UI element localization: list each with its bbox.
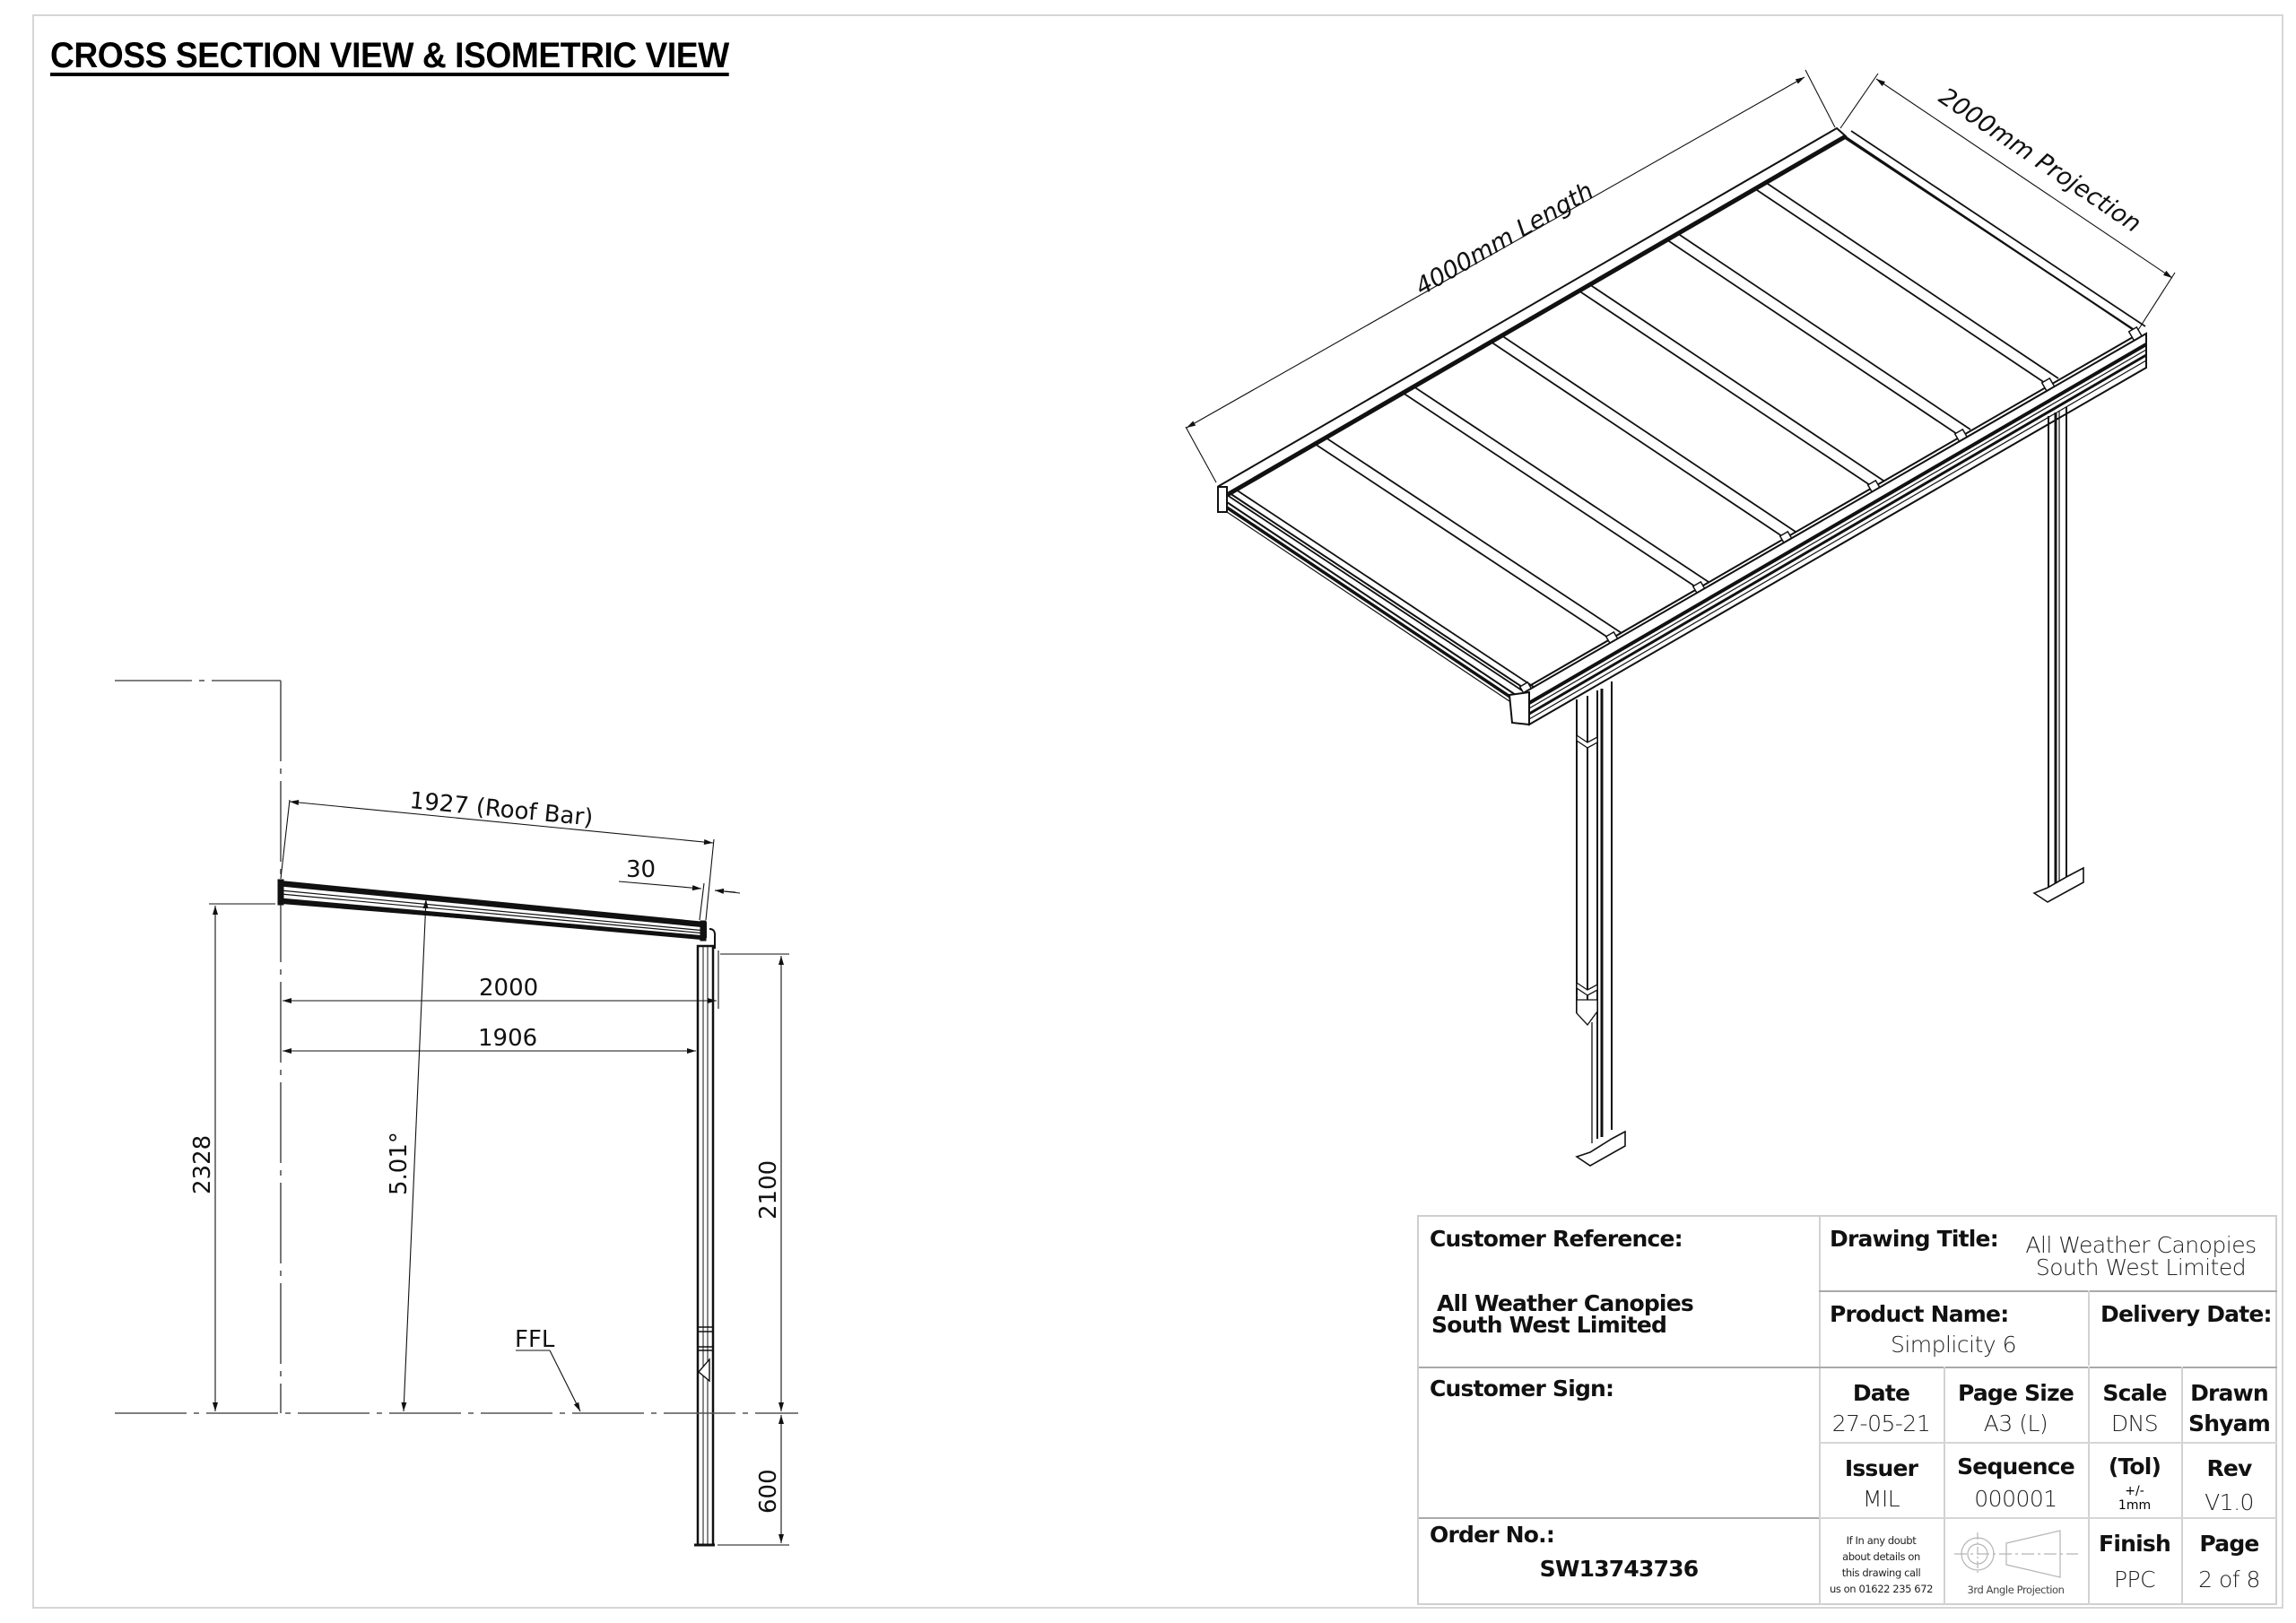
- page-size-value: A3 (L): [1983, 1410, 2048, 1436]
- date-label: Date: [1852, 1380, 1910, 1406]
- tb-divider: [2088, 1290, 2090, 1366]
- drawing-title-value-line2: South West Limited: [2035, 1254, 2247, 1280]
- dim-roof-bar: [280, 799, 715, 921]
- side-frame-left: [1226, 501, 1517, 704]
- dim-projection-label: 2000: [479, 975, 538, 1002]
- date-value: 27-05-21: [1831, 1410, 1931, 1436]
- tb-divider: [2181, 1367, 2183, 1605]
- contact-note-line: If In any doubt: [1846, 1534, 1917, 1547]
- drawing-title-value-line1: All Weather Canopies: [2025, 1232, 2257, 1258]
- tb-divider: [1419, 1367, 2277, 1368]
- projection-label: 3rd Angle Projection: [1967, 1584, 2065, 1596]
- dim-post-height: [720, 953, 789, 1411]
- dim-wall-height: [209, 903, 275, 1411]
- wall-centerline: [115, 680, 282, 1413]
- dim-projection: [283, 950, 719, 1009]
- page-label: Page: [2199, 1531, 2259, 1557]
- customer-reference-value-line2: South West Limited: [1431, 1312, 1667, 1338]
- isometric-view: [1185, 69, 2176, 1167]
- issuer-label: Issuer: [1844, 1455, 1918, 1481]
- finish-label: Finish: [2099, 1531, 2171, 1557]
- page-border: [32, 14, 2283, 1609]
- contact-note-line: this drawing call: [1841, 1567, 1921, 1579]
- tb-divider: [2088, 1367, 2090, 1605]
- dim-overhang: [618, 881, 741, 921]
- scale-label: Scale: [2102, 1380, 2167, 1406]
- tb-divider: [1819, 1217, 1821, 1605]
- page-size-label: Page Size: [1958, 1380, 2074, 1406]
- post-left: [1575, 681, 1626, 1167]
- cross-section-view: [115, 680, 798, 1547]
- delivery-date-label: Delivery Date:: [2100, 1301, 2273, 1327]
- drawn-label: Drawn: [2190, 1380, 2269, 1406]
- drawn-value: Shyam: [2187, 1410, 2271, 1436]
- ffl-label: FFL: [515, 1326, 555, 1353]
- dim-length: [1185, 69, 1836, 483]
- tolerance-value-line1: +/-: [2125, 1484, 2144, 1498]
- tb-divider: [1419, 1517, 1819, 1519]
- drawing-title-label: Drawing Title:: [1830, 1226, 1999, 1252]
- customer-reference-value-line1: All Weather Canopies: [1437, 1290, 1694, 1316]
- scale-value: DNS: [2110, 1410, 2159, 1436]
- dim-projection-iso: [1839, 73, 2176, 331]
- product-name-label: Product Name:: [1830, 1301, 2009, 1327]
- rev-value: V1.0: [2205, 1489, 2254, 1515]
- dim-post-embed: [718, 1415, 789, 1546]
- contact-note-line: us on 01622 235 672: [1829, 1583, 1934, 1595]
- tb-divider: [1944, 1367, 1945, 1605]
- sequence-value: 000001: [1974, 1486, 2057, 1512]
- dim-pitch-label: 5.01°: [386, 1132, 413, 1195]
- rev-label: Rev: [2206, 1455, 2252, 1481]
- customer-reference-label: Customer Reference:: [1430, 1226, 1683, 1252]
- product-name-value: Simplicity 6: [1890, 1332, 2017, 1358]
- dim-post-offset-label: 1906: [478, 1025, 537, 1052]
- contact-note-line: about details on: [1842, 1550, 1920, 1563]
- order-number-label: Order No.:: [1430, 1522, 1555, 1548]
- tb-divider: [1819, 1517, 2277, 1519]
- sequence-label: Sequence: [1957, 1454, 2075, 1480]
- post-right: [2032, 407, 2084, 903]
- customer-sign-label: Customer Sign:: [1430, 1376, 1614, 1402]
- dim-overhang-label: 30: [626, 856, 656, 883]
- dim-wall-height-label: 2328: [189, 1135, 216, 1194]
- gutter: [1508, 332, 2148, 726]
- third-angle-projection-icon: [1954, 1530, 2078, 1578]
- roof-bar: [277, 879, 707, 942]
- dim-pitch: [401, 898, 429, 1412]
- page-value: 2 of 8: [2198, 1567, 2260, 1593]
- tolerance-value-line2: 1mm: [2118, 1498, 2152, 1513]
- dim-post-embed-label: 600: [755, 1469, 782, 1514]
- tb-divider: [1819, 1290, 2277, 1292]
- contact-note: If In any doubt about details on this dr…: [1819, 1532, 1944, 1597]
- tb-divider: [1819, 1442, 2277, 1444]
- dim-roof-bar-label: 1927 (Roof Bar): [408, 787, 594, 832]
- dim-post-height-label: 2100: [755, 1160, 782, 1219]
- tolerance-label: (Tol): [2108, 1454, 2161, 1480]
- title-block: Customer Reference: All Weather Canopies…: [1417, 1215, 2277, 1605]
- ffl-leader: [516, 1350, 581, 1412]
- dim-projection-iso-label: 2000mm Projection: [1934, 82, 2146, 239]
- issuer-value: MIL: [1862, 1486, 1900, 1512]
- sheet-title: CROSS SECTION VIEW & ISOMETRIC VIEW: [50, 36, 729, 75]
- finish-value: PPC: [2113, 1567, 2156, 1593]
- order-number-value: SW13743736: [1539, 1556, 1700, 1582]
- post-cross-section: [694, 928, 717, 1547]
